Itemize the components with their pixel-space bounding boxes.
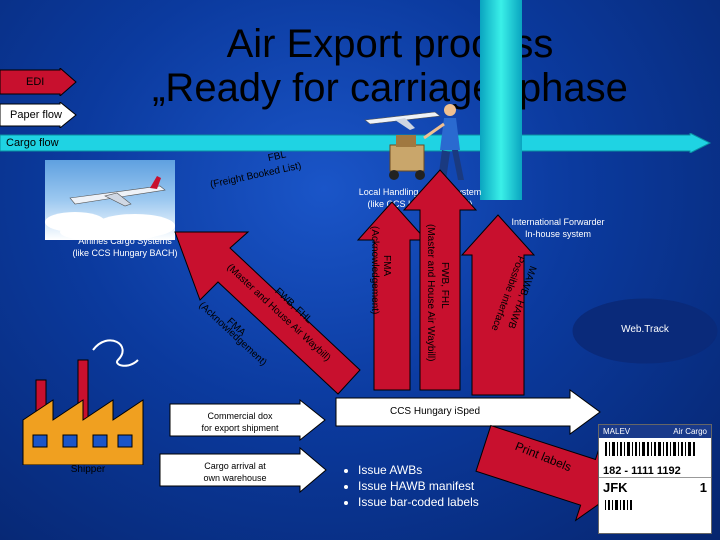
print-labels-arrow [475,424,618,522]
cargo-arrival-label: Cargo arrival at own warehouse [170,460,300,484]
airlines-label: Airlines Cargo Systems (like CCS Hungary… [45,235,205,259]
webtrack-label: Web.Track [621,324,669,335]
airlines-line-2: (like CCS Hungary BACH) [72,248,178,258]
barcode-label-card: MALEV Air Cargo 182 - 1111 1192 JFK 1 [598,424,712,534]
bullet-item: Issue AWBs [358,462,578,478]
cargo-arrival-line-1: Cargo arrival at [204,461,266,471]
label-brand-sub: Air Cargo [673,427,707,436]
interface-up-arrow [460,214,536,396]
fbl-label: FBL (Freight Booked List) [209,149,302,190]
factory-image [18,330,153,466]
shipper-label: Shipper [70,464,106,475]
airplane-icon [45,176,175,242]
airlines-line-1: Airlines Cargo Systems [78,236,172,246]
cargo-arrival-line-2: own warehouse [203,473,267,483]
commercial-line-1: Commercial dox [207,411,273,421]
forwarder-line-1: International Forwarder [511,217,605,227]
cargo-arrival-arrow [159,446,327,494]
commercial-dox-arrow [169,398,326,442]
ccs-ispeed-arrow [335,389,601,435]
barcode-graphic [605,442,695,456]
cargo-flow-legend-arrow [0,133,712,153]
label-header: MALEV Air Cargo [599,425,711,438]
fbl-line-1: FBL [267,149,288,164]
label-destination: JFK [603,480,628,495]
barcode-graphic-small [605,500,632,510]
fwb-diagonal-arrow [174,231,361,395]
forwarder-label: International Forwarder In-house system [478,216,638,240]
bullet-list: Issue AWBs Issue HAWB manifest Issue bar… [340,462,578,510]
commercial-dox-label: Commercial dox for export shipment [180,410,300,434]
factory-icon [22,339,144,466]
title-line-2: „Ready for carriage” phase [152,66,628,110]
label-awb-number: 182 - 1111 1192 [603,465,681,477]
label-dest-row: JFK 1 [599,477,711,497]
fma-up-arrow [356,201,428,391]
bullet-item: Issue HAWB manifest [358,478,578,494]
paper-flow-legend-label: Paper flow [10,109,62,121]
ccs-ispeed-label: CCS Hungary iSped [389,406,481,417]
edi-legend-arrow [0,68,77,96]
forwarder-line-2: In-house system [524,229,592,239]
label-pieces: 1 [699,480,707,495]
worker-with-cart-icon [364,104,464,180]
paper-flow-legend-arrow [0,102,77,128]
edi-legend-label: EDI [26,76,45,88]
forwarder-system-bar [480,0,522,200]
commercial-line-2: for export shipment [201,423,279,433]
bullet-item: Issue bar-coded labels [358,494,578,510]
fwb-up-arrow [402,169,478,391]
webtrack-oval[interactable] [570,296,720,366]
cargo-flow-legend-label: Cargo flow [6,137,59,149]
airplane-sky-image [45,160,175,242]
handling-agent-image [360,90,480,185]
label-brand: MALEV [603,427,631,436]
